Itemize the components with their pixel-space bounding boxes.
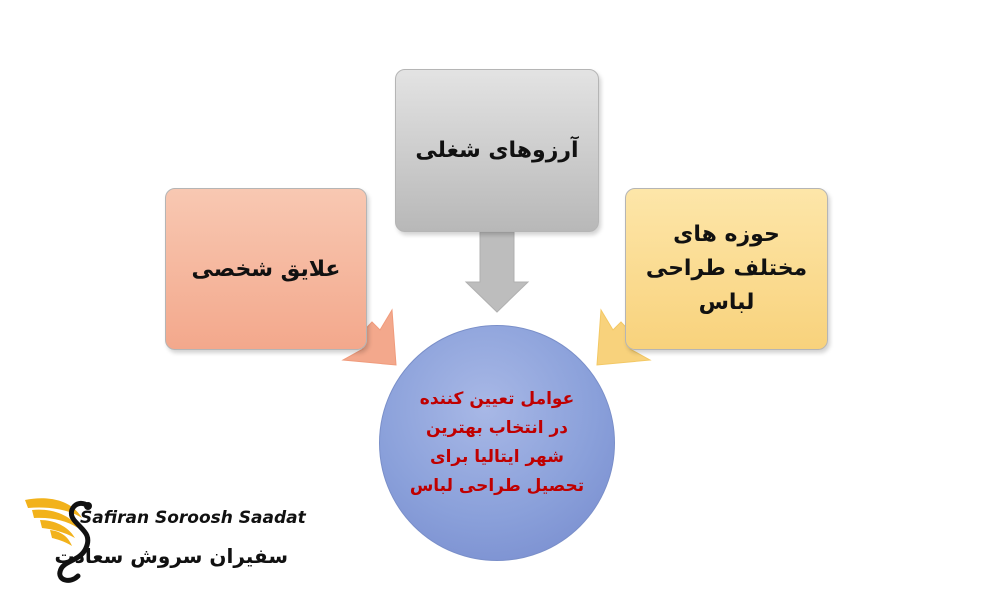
wing-icon <box>25 498 82 518</box>
personal-interests-label: علایق شخصی <box>191 256 341 282</box>
logo-persian-text: سفیران سروش سعادت <box>54 544 289 568</box>
down-arrow <box>464 231 530 313</box>
arrow-left-to-center <box>341 308 397 366</box>
fashion-design-fields-box: حوزه های مختلف طراحی لباس <box>625 188 828 350</box>
personal-interests-box: علایق شخصی <box>165 188 367 350</box>
central-topic-circle: عوامل تعیین کننده در انتخاب بهترین شهر ا… <box>379 325 615 561</box>
swan-icon <box>57 500 91 583</box>
central-topic-label: عوامل تعیین کننده در انتخاب بهترین شهر ا… <box>409 388 585 497</box>
arrow-right-to-center <box>596 308 652 366</box>
career-aspirations-box: آرزوهای شغلی <box>395 69 599 232</box>
company-logo <box>25 498 92 583</box>
fashion-design-fields-label: حوزه های مختلف طراحی لباس <box>645 221 808 316</box>
logo-latin-text: Safiran Soroosh Saadat <box>80 508 306 528</box>
career-aspirations-label: آرزوهای شغلی <box>415 138 579 163</box>
